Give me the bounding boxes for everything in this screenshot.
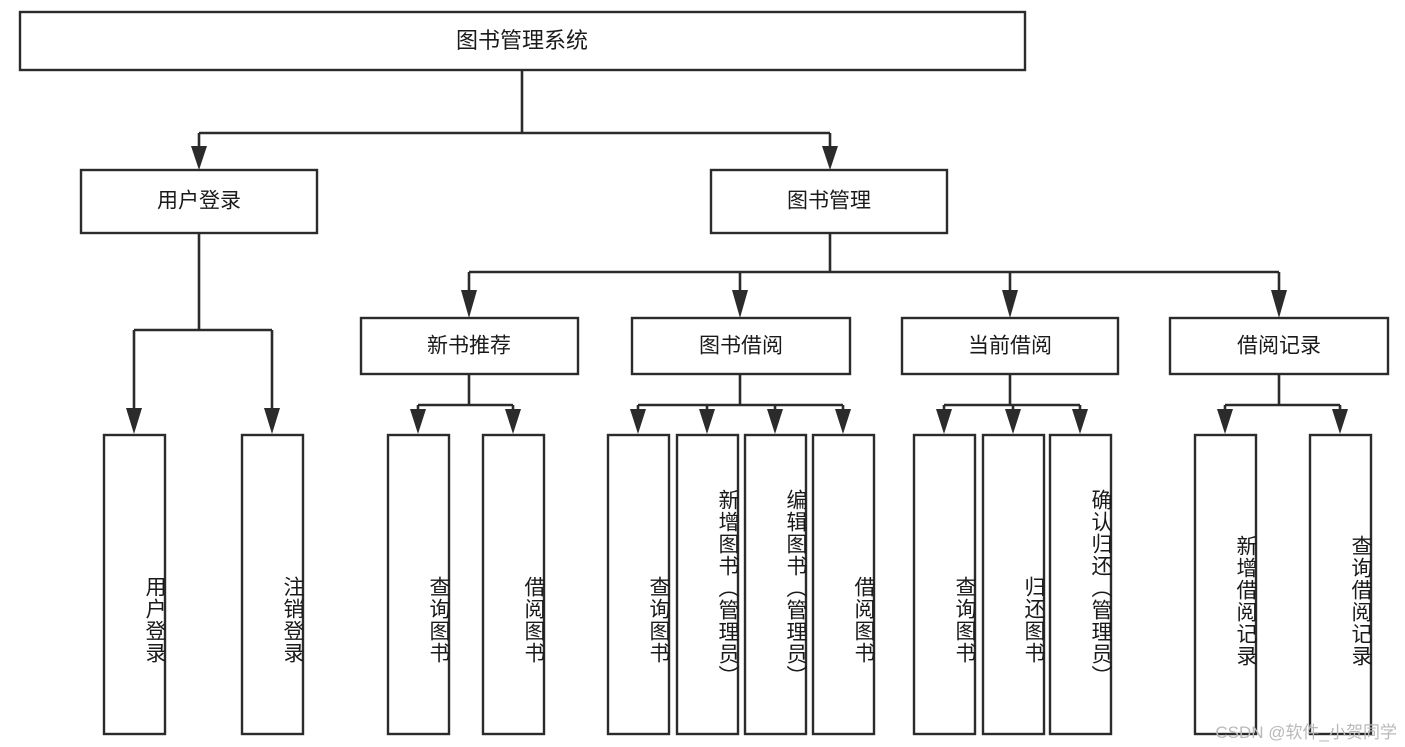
node-user-login-label: 用户登录 [157, 190, 241, 213]
arrow-leaf-borrow-book-2 [835, 409, 851, 434]
node-root-label: 图书管理系统 [456, 28, 588, 53]
arrow-leaf-confirm-return [1072, 409, 1088, 434]
node-leaf-confirm-return[interactable] [1048, 433, 1113, 736]
node-leaf-edit-book[interactable] [743, 433, 808, 736]
node-new-book-rec[interactable] [359, 316, 580, 376]
arrow-to-user-login [191, 146, 207, 170]
arrow-to-borrow-record [1271, 290, 1287, 318]
node-leaf-query-record[interactable] [1308, 433, 1373, 736]
node-book-manage[interactable] [709, 168, 949, 235]
node-leaf-query-book-3[interactable] [912, 433, 977, 736]
node-leaf-add-record[interactable] [1193, 433, 1258, 736]
node-book-borrow[interactable] [630, 316, 852, 376]
arrow-to-book-borrow [732, 290, 748, 318]
arrow-leaf-add-book [699, 409, 715, 434]
arrow-leaf-query-book-3 [936, 409, 952, 434]
node-leaf-query-book-1[interactable] [386, 433, 451, 736]
arrow-to-new-book-rec [461, 290, 477, 318]
arrow-leaf-query-book-2 [630, 409, 646, 434]
arrow-leaf-query-book-1 [410, 409, 426, 434]
arrow-leaf-return-book [1005, 409, 1021, 434]
arrow-leaf-borrow-book-1 [505, 409, 521, 434]
arrow-leaf-query-record [1332, 409, 1348, 434]
node-user-login[interactable] [79, 168, 319, 235]
edge-group [126, 71, 1348, 434]
arrow-leaf-edit-book [767, 409, 783, 434]
node-leaf-borrow-book-1[interactable] [481, 433, 546, 736]
node-book-manage-label: 图书管理 [787, 190, 871, 213]
arrow-leaf-user-login [126, 408, 142, 434]
arrow-leaf-add-record [1217, 409, 1233, 434]
node-borrow-record[interactable] [1168, 316, 1390, 376]
node-leaf-query-book-2[interactable] [606, 433, 671, 736]
node-leaf-return-book[interactable] [981, 433, 1046, 736]
node-leaf-logout[interactable] [240, 433, 305, 736]
node-leaf-add-book[interactable] [675, 433, 740, 736]
node-root[interactable] [18, 10, 1027, 72]
arrow-leaf-logout [264, 408, 280, 434]
node-book-borrow-label: 图书借阅 [699, 335, 783, 358]
csdn-watermark: CSDN @软件_小贺同学 [1215, 723, 1397, 742]
node-leaf-borrow-book-2[interactable] [811, 433, 876, 736]
node-leaf-user-login[interactable] [102, 433, 167, 736]
node-current-borrow-label: 当前借阅 [968, 335, 1052, 358]
node-new-book-rec-label: 新书推荐 [427, 335, 511, 358]
node-current-borrow[interactable] [900, 316, 1120, 376]
arrow-to-book-manage [822, 146, 838, 170]
node-group: 图书管理系统 用户登录 图书管理 新书推荐 图书借阅 当前借阅 借阅记录 [18, 10, 1390, 736]
arrow-to-current-borrow [1002, 290, 1018, 318]
node-borrow-record-label: 借阅记录 [1237, 335, 1321, 358]
